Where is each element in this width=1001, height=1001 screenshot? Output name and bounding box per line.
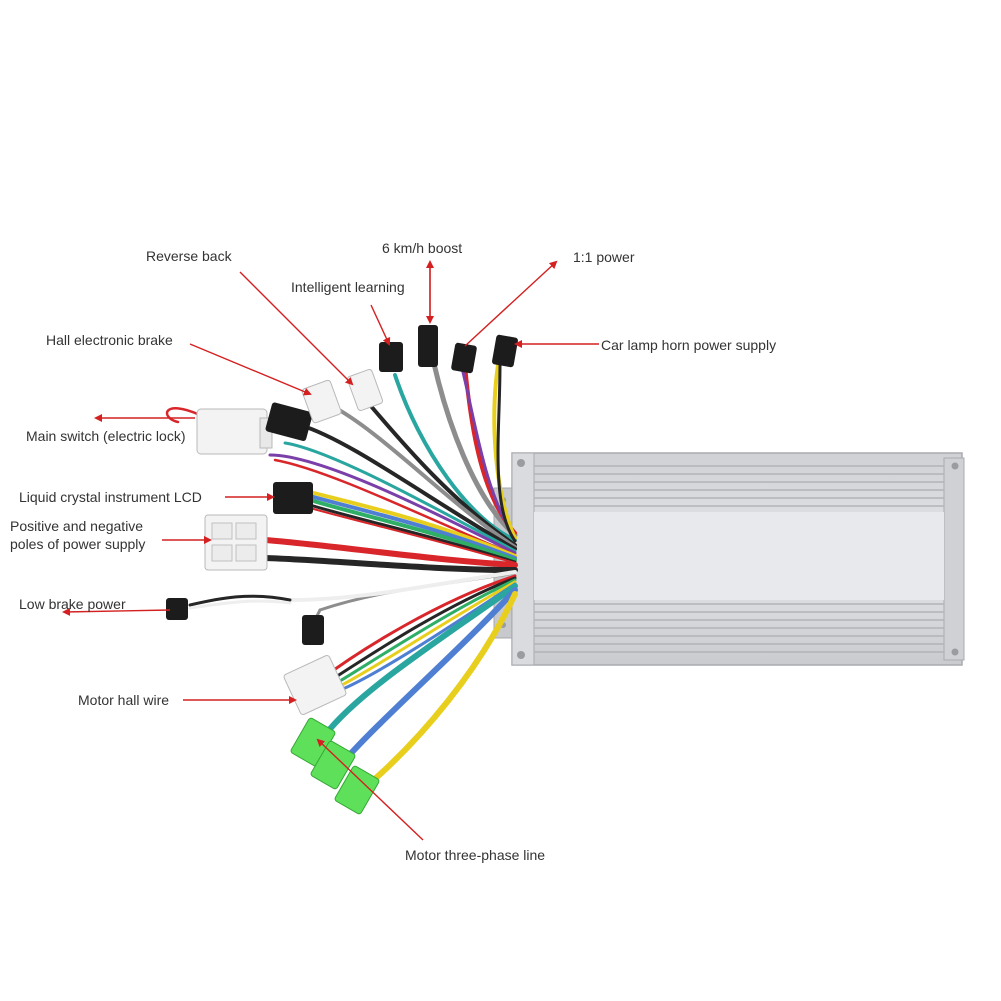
label-power-poles-line1: Positive and negative [10,518,144,534]
label-power-poles-line2: poles of power supply [10,536,146,552]
controller-body [493,452,965,666]
label-car-lamp-horn-power-supply: Car lamp horn power supply [601,337,777,353]
label-hall-electronic-brake: Hall electronic brake [46,332,173,348]
label-lcd: Liquid crystal instrument LCD [19,489,202,505]
label-reverse-back: Reverse back [146,248,232,264]
label-low-brake-power: Low brake power [19,596,126,612]
pointer-arrows [62,260,599,841]
label-motor-three-phase-line: Motor three-phase line [405,847,546,863]
label-6kmh-boost: 6 km/h boost [382,240,463,256]
wire-harness [166,342,518,788]
connectors [166,325,518,815]
label-main-switch: Main switch (electric lock) [26,428,186,444]
label-intelligent-learning: Intelligent learning [291,279,405,295]
label-motor-hall-wire: Motor hall wire [78,692,170,708]
label-1-1-power: 1:1 power [573,249,635,265]
